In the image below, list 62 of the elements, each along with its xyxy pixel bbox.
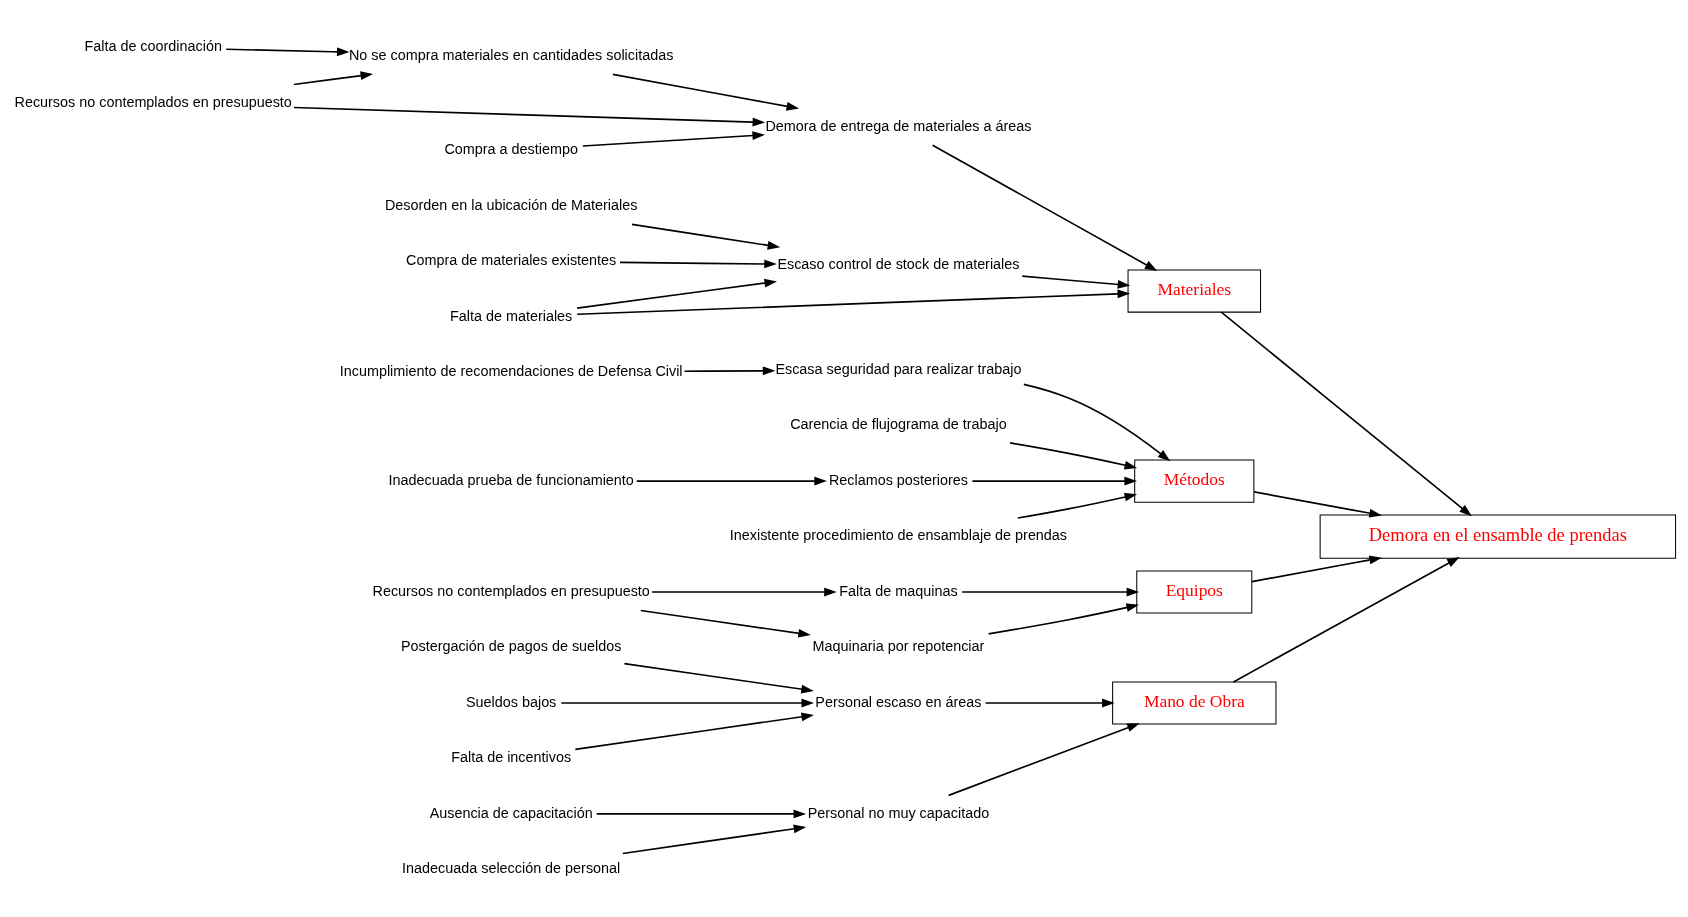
arrow: [619, 259, 777, 269]
arrow: [576, 278, 777, 309]
node-box: Mano de Obra: [1112, 681, 1277, 725]
arrow: [622, 824, 807, 855]
arrow: [560, 698, 814, 708]
arrow: [961, 587, 1140, 597]
node-text: Recursos no contemplados en presupuesto: [14, 93, 292, 110]
arrow: [293, 71, 374, 86]
arrow: [1232, 557, 1460, 683]
node-text: Postergación de pagos de sueldos: [400, 638, 622, 655]
arrow: [582, 131, 765, 147]
node-text: Falta de maquinas: [839, 582, 958, 599]
arrow: [1021, 275, 1131, 289]
node-text: Compra de materiales existentes: [406, 252, 617, 269]
node-text: Personal escaso en áreas: [815, 693, 982, 710]
node-text: Demora de entrega de materiales a áreas: [765, 117, 1032, 134]
arrow: [1220, 311, 1472, 517]
node-text: Escasa seguridad para realizar trabajo: [775, 360, 1022, 377]
arrow: [947, 723, 1140, 797]
node-box: Equipos: [1136, 570, 1253, 614]
arrow: [987, 603, 1139, 635]
node-text: Inexistente procedimiento de ensamblaje de prendas: [729, 527, 1068, 544]
node-text: Maquinaria por repotenciar: [812, 638, 985, 655]
arrow: [574, 712, 814, 751]
node-text: Sueldos bajos: [466, 693, 557, 710]
node-box: Demora en el ensamble de prendas: [1319, 514, 1677, 559]
arrow: [1251, 555, 1382, 583]
arrow: [639, 609, 811, 638]
arrow: [1023, 383, 1171, 462]
arrow: [1009, 442, 1138, 470]
arrow: [612, 73, 800, 111]
arrow: [635, 476, 827, 486]
node-text: Falta de materiales: [450, 307, 573, 324]
node-text: Desorden en la ubicación de Materiales: [384, 196, 638, 213]
node-text: Inadecuada selección de personal: [402, 860, 621, 877]
arrow: [984, 698, 1115, 708]
node-text: Escaso control de stock de materiales: [777, 256, 1020, 273]
arrow: [651, 587, 837, 597]
arrow: [971, 476, 1137, 486]
arrow: [576, 289, 1131, 316]
node-text: Inadecuada prueba de funcionamiento: [388, 471, 634, 488]
node-text: Personal no muy capacitado: [807, 804, 990, 821]
arrow: [225, 47, 350, 57]
node-box: Métodos: [1134, 459, 1255, 503]
node-text: Reclamos posteriores: [828, 471, 968, 488]
node-text: Falta de coordinación: [84, 38, 222, 55]
node-text: Recursos no contemplados en presupuesto: [372, 582, 650, 599]
arrow: [683, 366, 776, 376]
node-text: Incumplimiento de recomendaciones de Defensa Civil: [339, 363, 683, 380]
arrow: [623, 662, 814, 694]
node-text: No se compra materiales en cantidades solicitadas: [348, 46, 674, 63]
node-text: Carencia de flujograma de trabajo: [790, 416, 1007, 433]
arrow: [293, 106, 766, 127]
node-text: Ausencia de capacitación: [429, 804, 593, 821]
arrow: [631, 223, 781, 250]
arrow: [1253, 491, 1382, 518]
arrow: [595, 809, 807, 819]
node-text: Falta de incentivos: [451, 749, 572, 766]
node-box: Materiales: [1127, 269, 1262, 313]
arrow: [1016, 492, 1138, 519]
node-text: Compra a destiempo: [444, 141, 578, 158]
arrow: [931, 144, 1158, 271]
